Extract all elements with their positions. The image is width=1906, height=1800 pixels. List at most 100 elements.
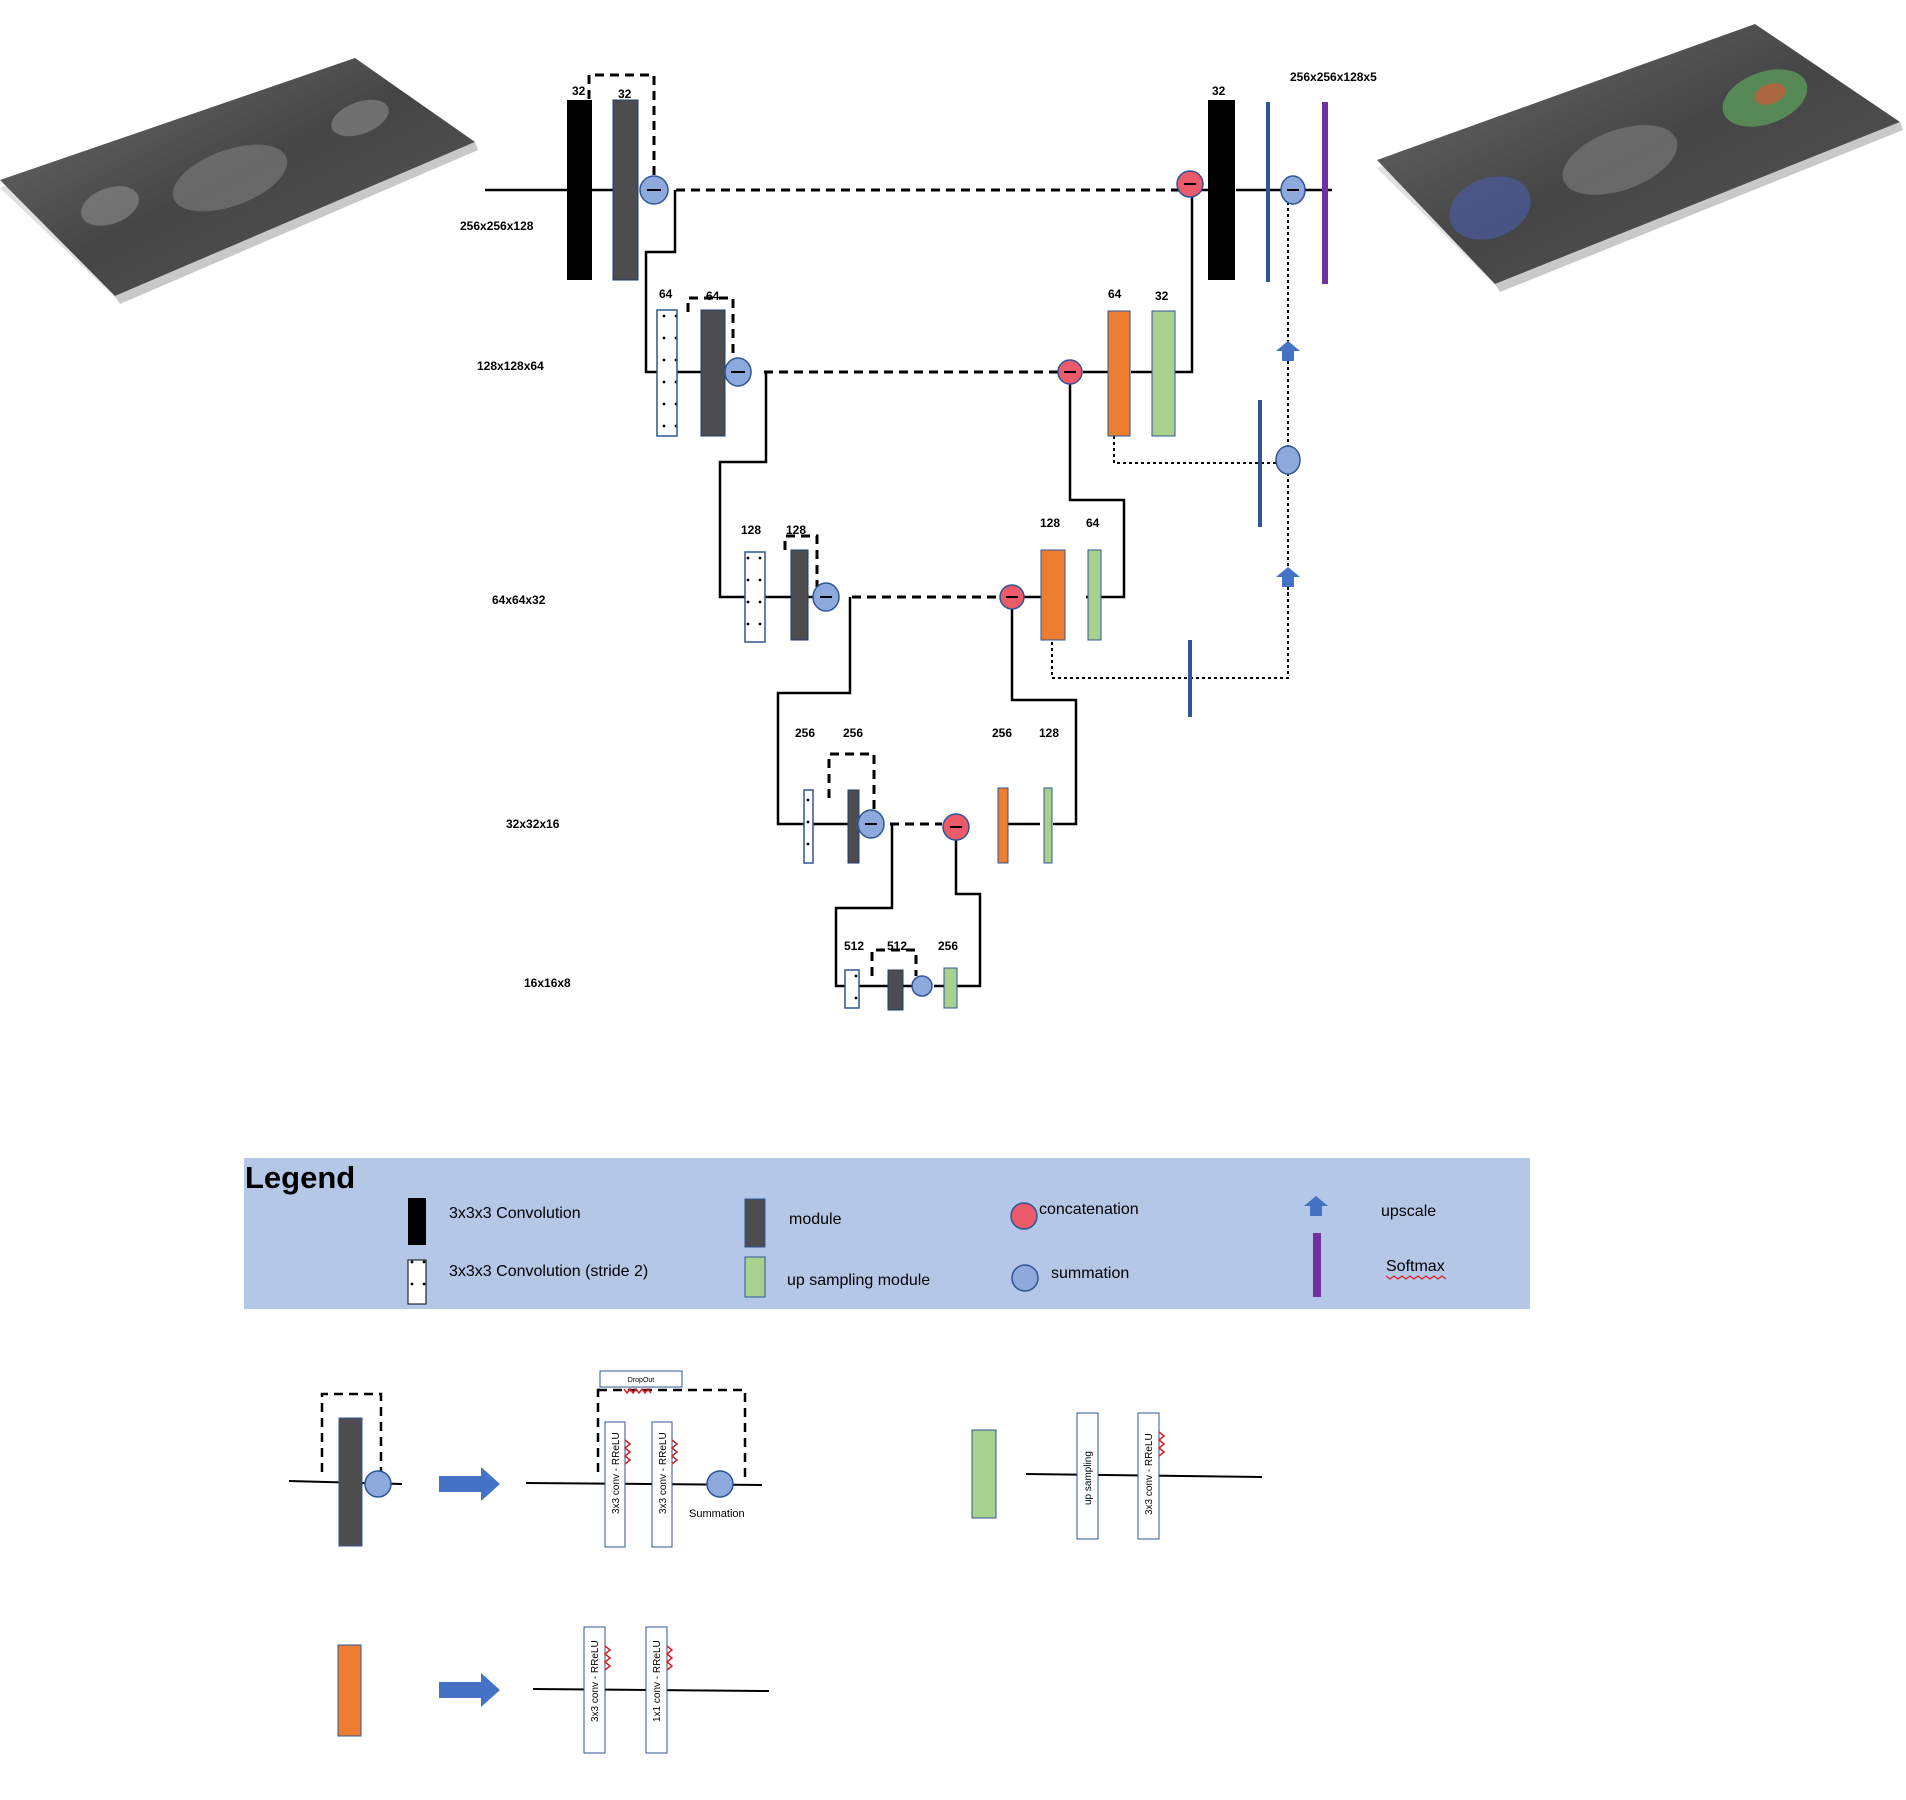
module-block-l4 [847, 789, 860, 864]
concatenation-node-l2 [1057, 359, 1083, 385]
conv-stride-block-l2 [656, 309, 678, 437]
module-block-l5 [887, 969, 904, 1011]
conv-layer-box [583, 1626, 606, 1754]
skip-connections [587, 73, 1180, 976]
conv-layer-label: 3x3 conv - RReLU [1144, 1433, 1155, 1515]
expands-arrow-icon [439, 1467, 500, 1501]
upscale-arrow-icon [1276, 341, 1300, 361]
filter-count: 64 [706, 289, 720, 303]
conv-layer-label: 3x3 conv - RReLU [611, 1432, 622, 1514]
input-ct-image [0, 58, 478, 304]
upsampling-detail-block [971, 1429, 997, 1519]
module-block-l2 [700, 309, 726, 437]
conv-stride-block-l3 [744, 551, 766, 643]
network-connections [485, 188, 1332, 988]
summation-node-l1 [639, 175, 669, 205]
legend-concat-swatch [1010, 1202, 1038, 1230]
module-block-l3 [790, 549, 809, 641]
conv-layer-label: 1x1 conv - RReLU [652, 1640, 663, 1722]
upsampling-block-l4 [1043, 787, 1053, 864]
segmentation-layer-l1 [1266, 102, 1270, 282]
level-label: 256x256x128 [460, 219, 534, 233]
filter-count: 64 [1108, 287, 1122, 301]
summation-node-l3 [812, 582, 840, 612]
conv-layer-box [1137, 1412, 1160, 1540]
upsampling-detail: up sampling 3x3 conv - RReLU [971, 1412, 1263, 1540]
localization-detail-block [337, 1644, 362, 1737]
module-detail: DropOut 3x3 conv - RReLU 3x3 conv - RReL… [288, 1370, 763, 1548]
localization-block-l3 [1040, 549, 1066, 641]
filter-count: 512 [844, 939, 864, 953]
filter-count: 32 [572, 84, 586, 98]
filter-count: 256 [843, 726, 863, 740]
upsampling-block-l2 [1151, 310, 1176, 437]
filter-count: 256 [938, 939, 958, 953]
segmentation-layer-l3 [1188, 640, 1192, 717]
filter-count: 32 [1155, 289, 1169, 303]
localization-block-l2 [1107, 310, 1131, 437]
legend-softmax-swatch [1313, 1233, 1321, 1297]
upsampling-block-l5 [943, 967, 958, 1009]
conv-layer-box [604, 1421, 626, 1548]
upsampling-layer-box [1076, 1412, 1099, 1540]
spellcheck-underline [1385, 1275, 1447, 1280]
conv-layer-label: 3x3 conv - RReLU [590, 1640, 601, 1722]
filter-count: 128 [1039, 726, 1059, 740]
segmentation-layer-l2 [1258, 400, 1262, 527]
summation-node-l2 [724, 357, 752, 387]
legend-upscale-icon [1304, 1196, 1328, 1216]
summation-node-output [1280, 175, 1306, 205]
conv-layer-label: 3x3 conv - RReLU [658, 1432, 669, 1514]
concatenation-node-l4 [942, 813, 970, 841]
upscale-arrow-icon [1276, 567, 1300, 587]
filter-count: 32 [1212, 84, 1226, 98]
legend-upsampling-label: up sampling module [787, 1272, 930, 1289]
legend-box: Legend 3x3x3 Convolution 3x3x3 Convoluti… [244, 1158, 1530, 1309]
conv-stride-block-l4 [803, 789, 814, 864]
summation-node-ds [1275, 445, 1301, 475]
legend-summation-label: summation [1051, 1265, 1129, 1282]
expands-arrow-icon [439, 1673, 500, 1707]
legend-upsampling-swatch [744, 1256, 766, 1298]
legend-concat-label: concatenation [1039, 1201, 1139, 1218]
filter-count: 128 [786, 523, 806, 537]
upsampling-layer-label: up sampling [1083, 1451, 1094, 1505]
legend-conv-stride-label: 3x3x3 Convolution (stride 2) [449, 1263, 648, 1280]
dropout-label: DropOut [628, 1377, 655, 1384]
legend-conv-stride-swatch [407, 1259, 427, 1305]
filter-count: 128 [1040, 516, 1060, 530]
legend-module-label: module [789, 1211, 842, 1228]
level-label: 16x16x8 [524, 976, 571, 990]
legend-upscale-label: upscale [1381, 1203, 1436, 1220]
conv-block-decoder-l1 [1208, 100, 1235, 280]
legend-module-swatch [744, 1198, 766, 1248]
softmax-bar [1322, 102, 1328, 284]
summation-node-l4 [857, 809, 885, 839]
filter-count: 256 [795, 726, 815, 740]
level-label: 128x128x64 [477, 359, 544, 373]
filter-count: 32 [618, 87, 632, 101]
filter-count: 64 [1086, 516, 1100, 530]
legend-conv-swatch [408, 1198, 426, 1245]
conv-block-l1 [567, 100, 592, 280]
legend-title: Legend [245, 1160, 355, 1195]
dropout-box [599, 1370, 683, 1388]
upsampling-block-l3 [1087, 549, 1102, 641]
conv-stride-block-l5 [844, 969, 860, 1009]
module-detail-block [338, 1417, 363, 1547]
level-label: 32x32x16 [506, 817, 560, 831]
legend-summation-swatch [1011, 1264, 1039, 1292]
filter-count: 64 [659, 287, 673, 301]
summation-detail-label: Summation [689, 1508, 745, 1520]
localization-block-l4 [997, 787, 1009, 864]
output-shape: 256x256x128x5 [1290, 70, 1377, 84]
output-ct-image [1377, 24, 1903, 292]
module-block-l1 [612, 99, 639, 281]
summation-node-l5 [911, 975, 933, 997]
legend-softmax-label: Softmax [1386, 1258, 1445, 1275]
legend-conv-label: 3x3x3 Convolution [449, 1205, 581, 1222]
conv-layer-box [645, 1626, 668, 1754]
filter-count: 256 [992, 726, 1012, 740]
concatenation-node-l1 [1176, 170, 1204, 198]
